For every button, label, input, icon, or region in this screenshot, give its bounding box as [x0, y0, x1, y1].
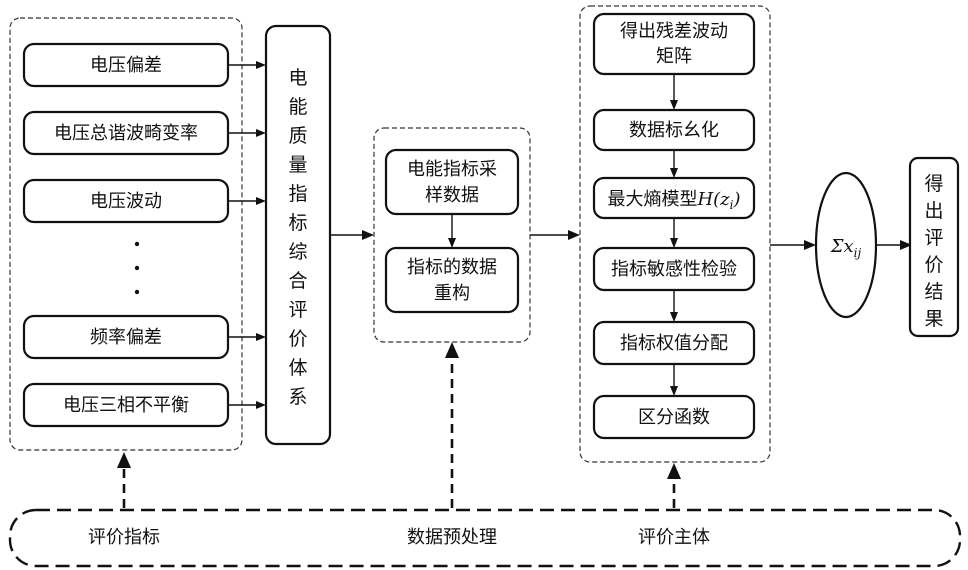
normalize-box: 数据标幺化 [594, 110, 754, 150]
indicator-label: 频率偏差 [90, 327, 162, 348]
indicator-label: 电压偏差 [90, 55, 162, 76]
sum-ellipse: Σxij [816, 173, 876, 317]
function-label: 区分函数 [638, 407, 710, 428]
arrow-entropy-to-sensitivity [670, 218, 678, 248]
distinguish-function-box: 区分函数 [594, 396, 754, 438]
indicator-box-frequency-deviation: 频率偏差 [24, 316, 228, 358]
bottom-label-eval-index: 评价指标 [88, 527, 160, 548]
reconstruct-line1: 指标的数据 [407, 257, 497, 278]
vertical-ellipsis [135, 242, 139, 294]
arrow-residual-to-normalize [670, 74, 678, 110]
dashed-arrow-preprocess [445, 342, 459, 508]
arrow-steps-to-sum [770, 240, 816, 250]
residual-matrix-box: 得出残差波动 矩阵 [594, 14, 754, 74]
max-entropy-box: 最大熵模型H(zi) [594, 178, 754, 218]
max-entropy-label: 最大熵模型H(zi) [607, 189, 740, 212]
normalize-label: 数据标幺化 [629, 120, 719, 141]
arrow-sampling-to-reconstruct [448, 214, 456, 248]
arrow-preprocess-to-steps [530, 230, 580, 240]
reconstruct-line2: 重构 [434, 283, 470, 304]
sensitivity-label: 指标敏感性检验 [611, 259, 737, 280]
sampling-data-line1: 电能指标采 [407, 159, 497, 180]
dashed-arrow-eval-index [117, 452, 131, 508]
arrow-sum-to-result [876, 240, 912, 250]
dashed-arrow-subject [667, 463, 681, 508]
indicator-box-three-phase-unbalance: 电压三相不平衡 [24, 384, 228, 426]
indicator-label: 电压总谐波畸变率 [54, 123, 198, 144]
arrow-sensitivity-to-weights [670, 290, 678, 322]
arrow-system-to-preprocess [330, 230, 374, 240]
arrow-normalize-to-entropy [670, 150, 678, 178]
residual-line1: 得出残差波动 [620, 21, 728, 42]
sampling-data-line2: 样数据 [425, 185, 479, 206]
indicator-box-voltage-deviation: 电压偏差 [24, 44, 228, 86]
sensitivity-test-box: 指标敏感性检验 [594, 248, 754, 290]
indicator-box-voltage-fluctuation: 电压波动 [24, 180, 228, 222]
bottom-label-subject: 评价主体 [638, 527, 710, 548]
result-box: 得出评价结果 [910, 158, 958, 336]
residual-line2: 矩阵 [656, 46, 692, 67]
indicator-label: 电压三相不平衡 [63, 395, 189, 416]
weight-allocation-box: 指标权值分配 [594, 322, 754, 364]
indicator-arrows [228, 61, 266, 409]
data-reconstruct-box: 指标的数据 重构 [386, 248, 518, 312]
sampling-data-box: 电能指标采 样数据 [386, 150, 518, 214]
arrow-weights-to-function [670, 364, 678, 396]
evaluation-system-box: 电能质量指标综合评价体系 [266, 26, 330, 444]
indicator-label: 电压波动 [90, 191, 162, 212]
indicator-box-thd: 电压总谐波畸变率 [24, 112, 228, 154]
bottom-label-preprocess: 数据预处理 [407, 527, 497, 548]
weights-label: 指标权值分配 [620, 333, 728, 354]
